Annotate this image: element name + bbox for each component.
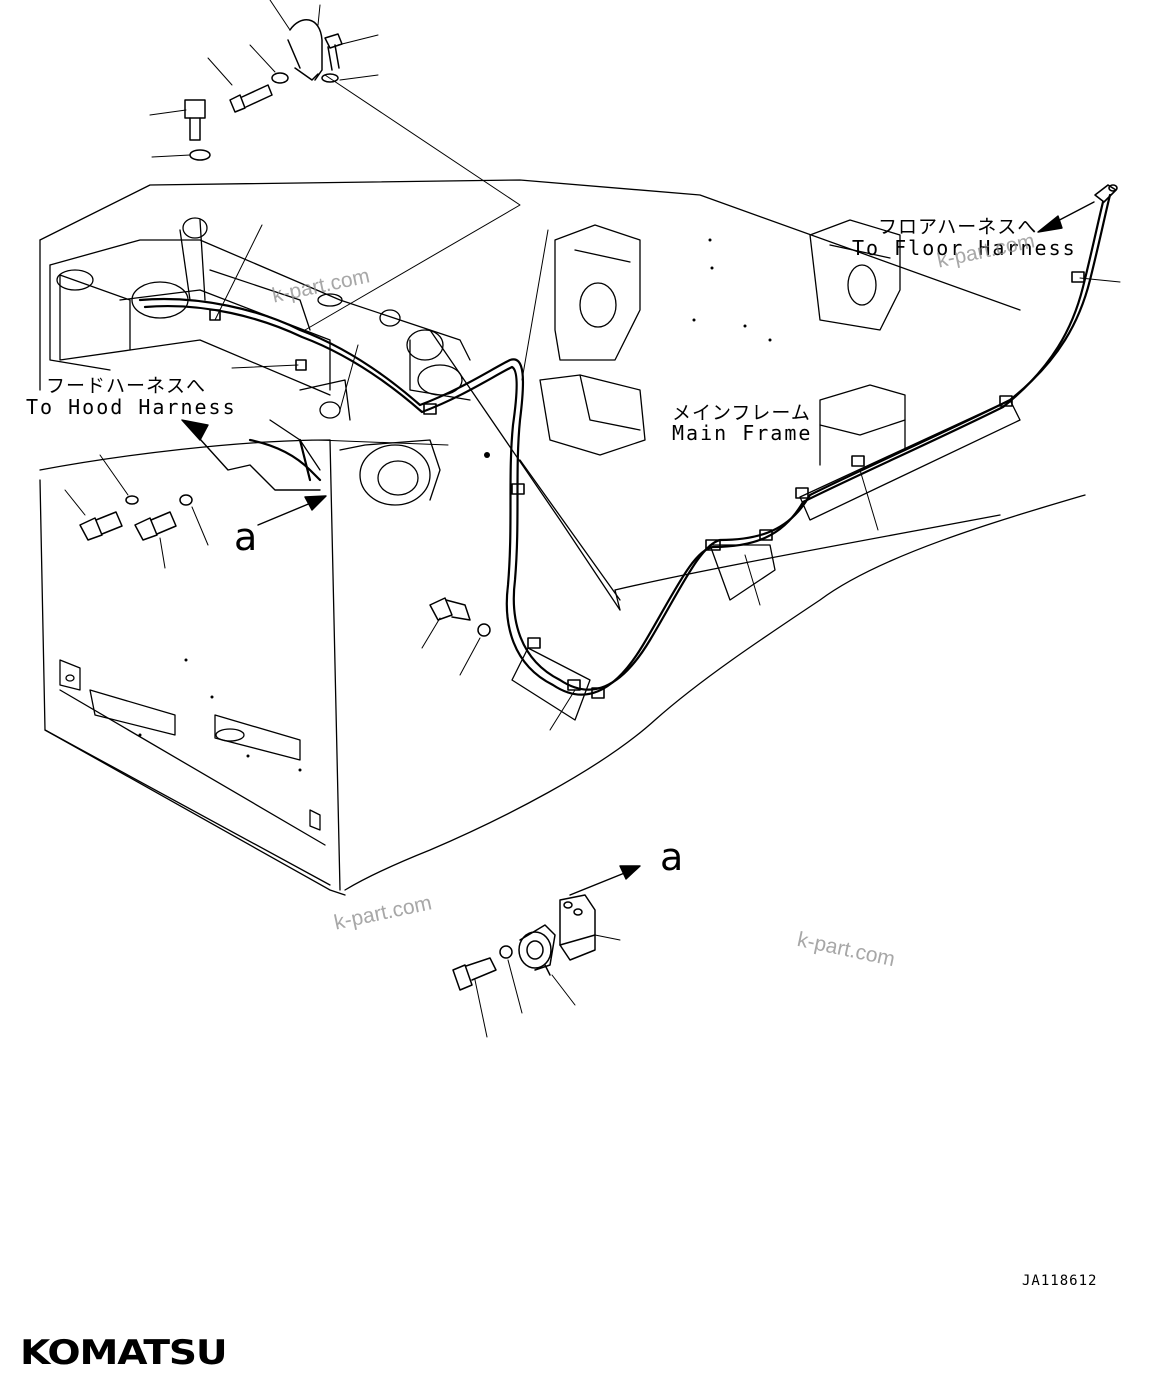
floor-connector: [1094, 184, 1118, 203]
floor-harness-label-jp: フロアハーネスへ: [878, 216, 1038, 238]
detail-a-reference-lower: a: [660, 835, 684, 879]
engine-assembly: [49, 217, 471, 831]
detail-a-horn-bracket: [452, 894, 596, 991]
fastener-cluster-top: [184, 19, 343, 161]
fastener-cluster-middle: [429, 597, 491, 637]
floor-harness-label-en: To Floor Harness: [852, 236, 1077, 260]
leader-lines: [64, 0, 1121, 1038]
main-frame-body: [39, 179, 1086, 896]
komatsu-logo: KOMATSU: [20, 1333, 228, 1373]
hood-harness-label-jp: フードハーネスへ: [46, 375, 207, 397]
main-frame-label-jp: メインフレーム: [672, 402, 811, 424]
wiring-harness: [138, 193, 1112, 696]
harness-clamps: [209, 271, 1085, 699]
drawing-code: JA118612: [1022, 1273, 1098, 1289]
main-frame-brackets: [539, 219, 906, 466]
frame-holes: [138, 238, 772, 772]
direction-arrows: [181, 201, 1095, 896]
hood-harness-label-en: To Hood Harness: [26, 395, 237, 419]
detail-a-reference-upper: a: [234, 515, 258, 559]
harness-tag-plates: [511, 399, 1021, 721]
fastener-cluster-left: [79, 494, 193, 541]
main-frame-label-en: Main Frame: [672, 421, 813, 445]
